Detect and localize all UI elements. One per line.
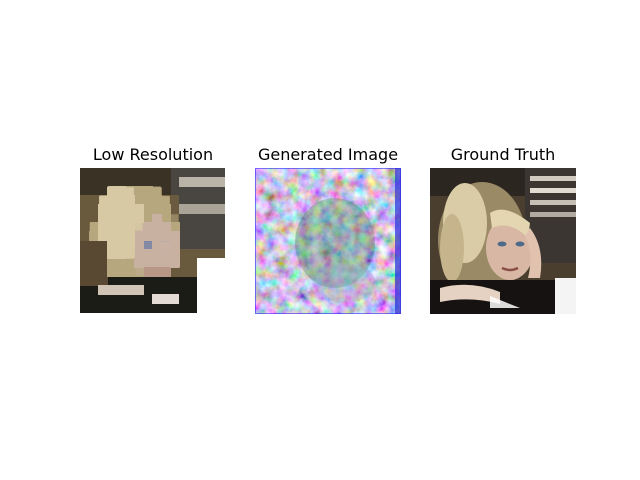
low-resolution-title: Low Resolution <box>92 145 214 164</box>
generated-image <box>255 168 401 314</box>
low-resolution-panel: Low Resolution <box>80 143 226 314</box>
ground-truth-image <box>430 168 576 314</box>
low-resolution-image <box>80 168 226 314</box>
ground-truth-panel: Ground Truth <box>430 143 576 314</box>
generated-image-title: Generated Image <box>257 145 399 164</box>
generated-image-panel: Generated Image <box>255 143 401 314</box>
ground-truth-title: Ground Truth <box>450 145 556 164</box>
